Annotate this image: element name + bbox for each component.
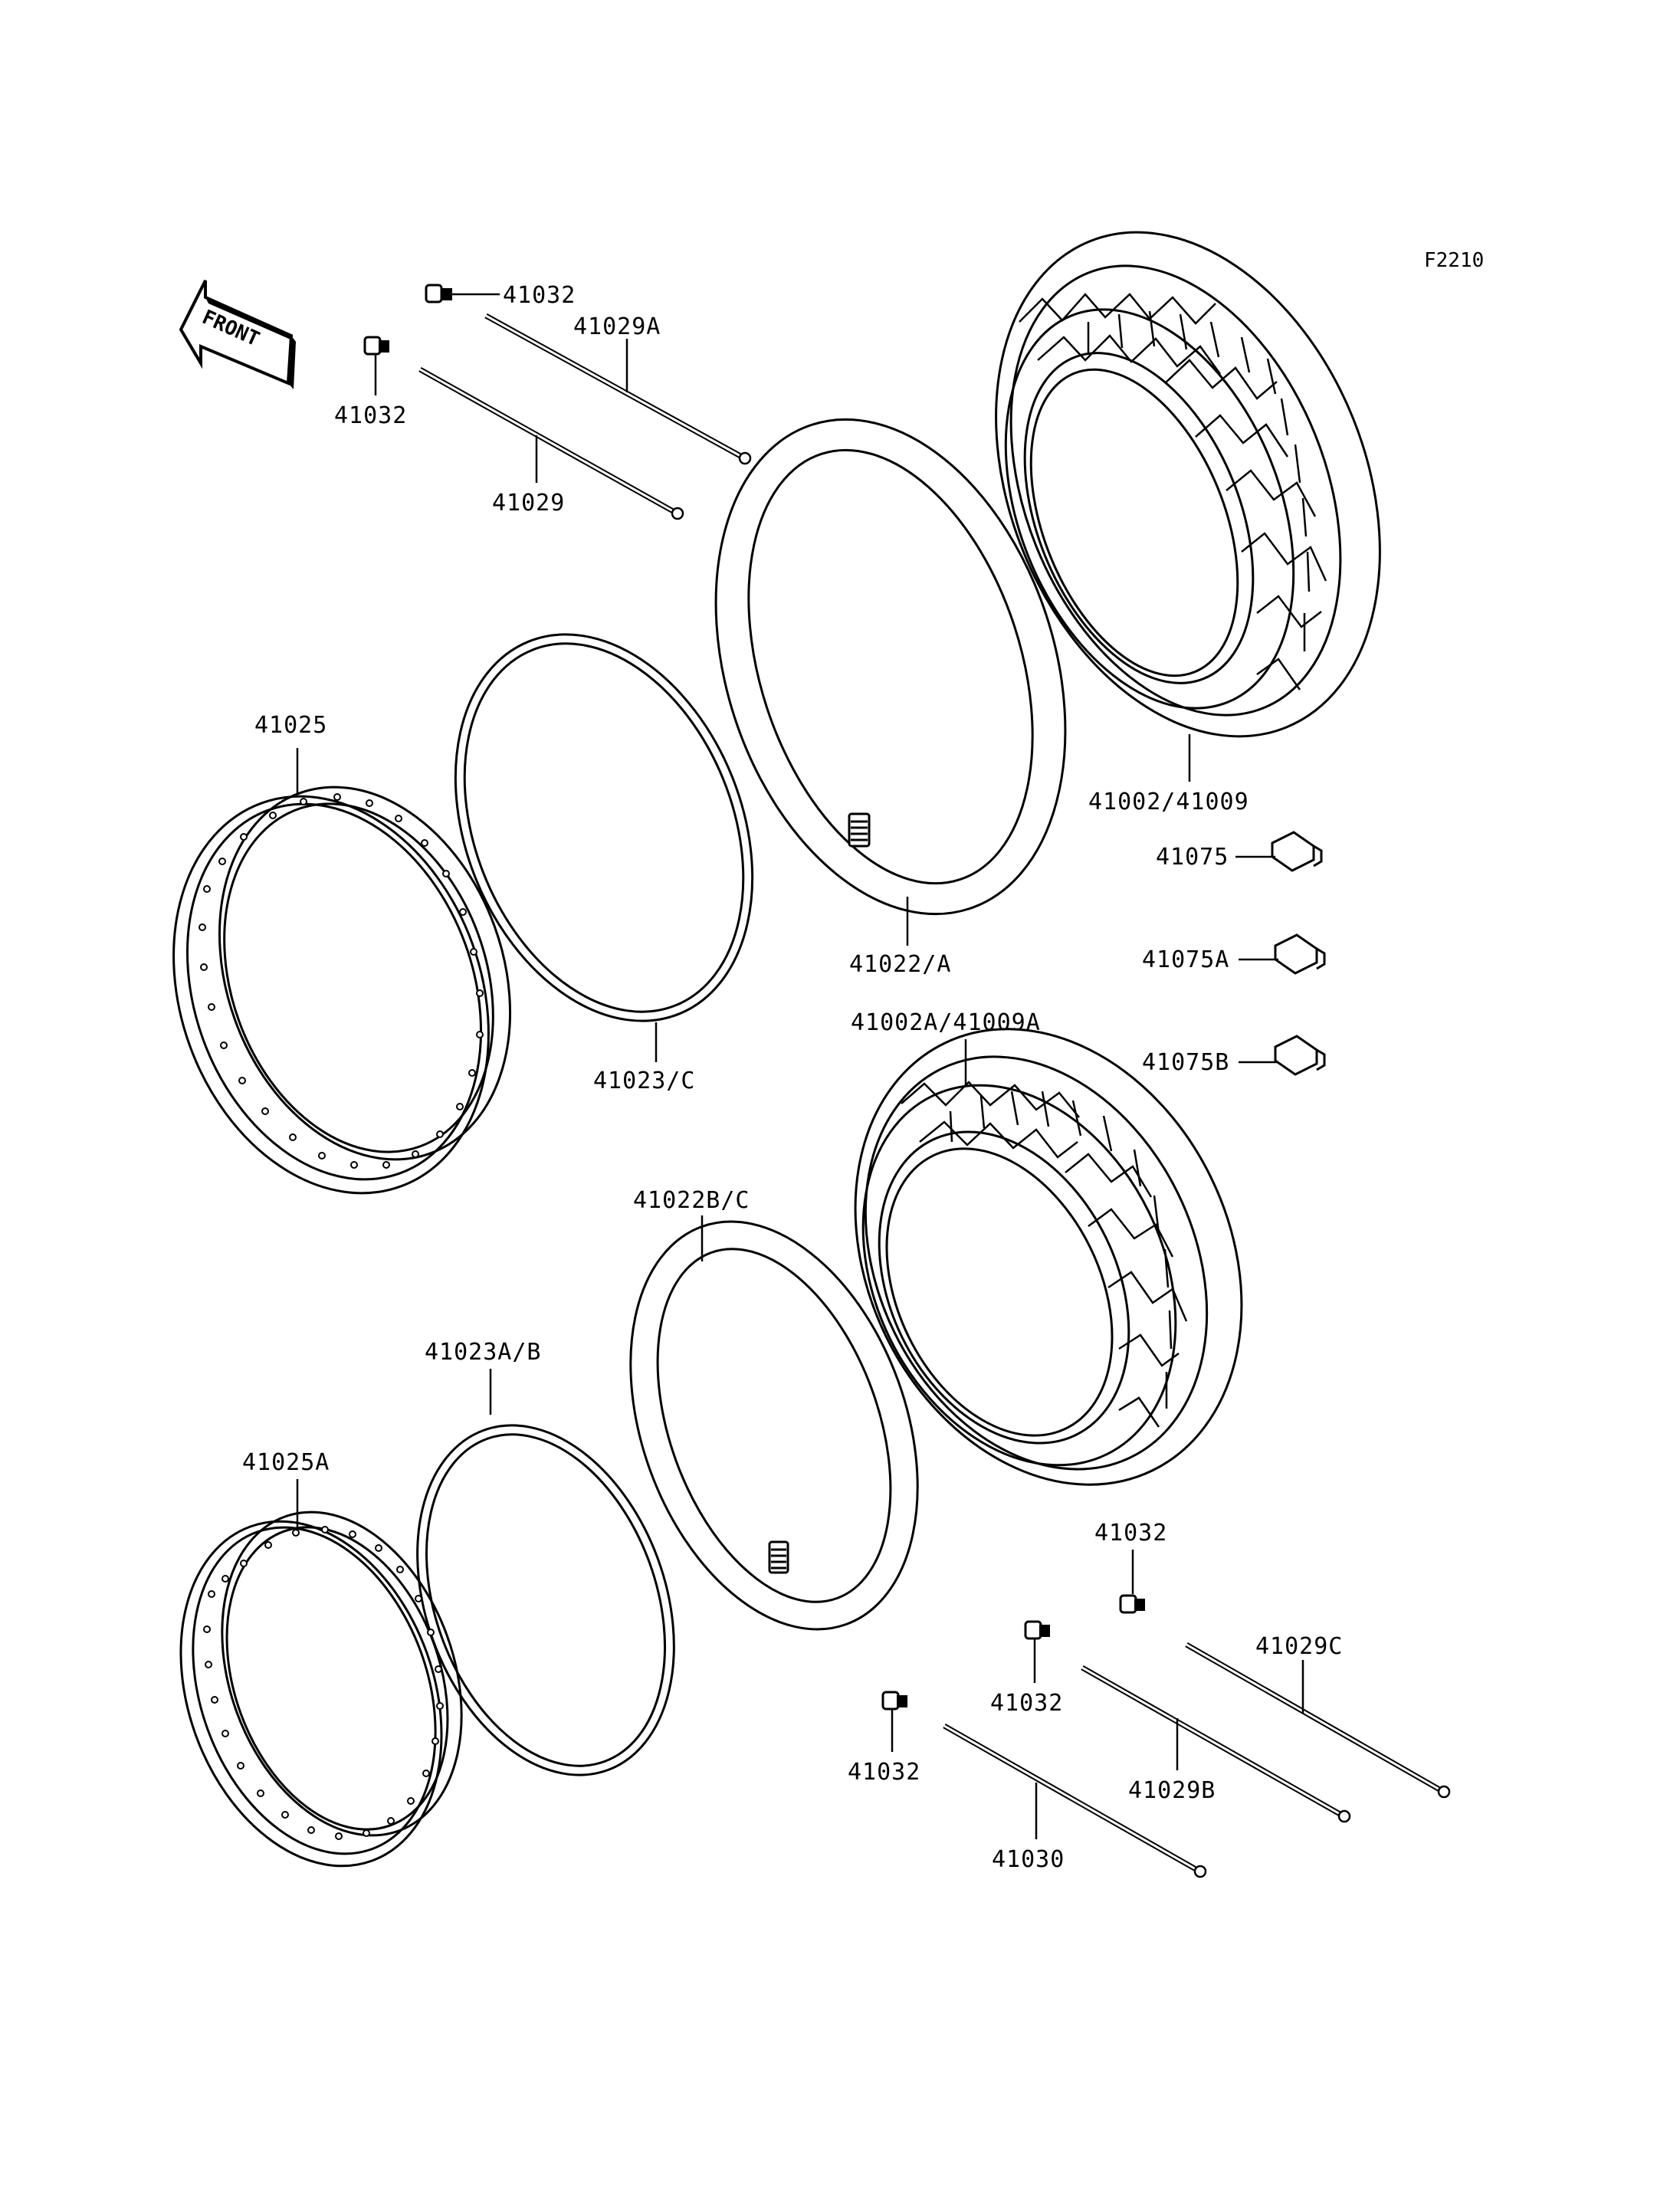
spoke-nipple-icon [363, 336, 389, 356]
spoke-icon [1081, 1665, 1351, 1823]
spoke-nipple-icon [881, 1691, 907, 1711]
balance-weight-icon [1274, 1035, 1326, 1076]
spoke-icon [484, 313, 752, 465]
label-41023-C: 41023/C [593, 1068, 695, 1094]
front-tire [995, 231, 1381, 738]
figure-code: F2210 [1424, 249, 1484, 272]
label-41002-41009: 41002/41009 [1088, 789, 1249, 815]
label-41032-top-left: 41032 [334, 402, 407, 429]
label-41025A: 41025A [242, 1449, 330, 1476]
label-41025: 41025 [254, 712, 327, 739]
label-41075B: 41075B [1142, 1049, 1229, 1076]
label-41029B: 41029B [1128, 1777, 1216, 1804]
label-41032-bottom-mid: 41032 [990, 1690, 1063, 1717]
label-41002A-41009A: 41002A/41009A [851, 1009, 1041, 1036]
label-41075: 41075 [1156, 844, 1229, 871]
label-41029: 41029 [492, 490, 565, 517]
label-41032-bottom-right: 41032 [1094, 1520, 1167, 1547]
front-rim [172, 786, 512, 1195]
spoke-nipple-icon [1119, 1594, 1145, 1614]
rim-spoke-holes [203, 1526, 444, 1840]
label-41022-A: 41022/A [849, 951, 951, 978]
label-41029A: 41029A [573, 313, 661, 340]
label-41022B-C: 41022B/C [633, 1187, 750, 1214]
valve-icon [768, 1540, 789, 1574]
label-41032-bottom-left: 41032 [848, 1759, 920, 1786]
label-41029C: 41029C [1255, 1633, 1343, 1660]
rear-tube [629, 1220, 919, 1631]
front-tube [714, 418, 1067, 916]
spoke-icon [1185, 1642, 1451, 1799]
spoke-nipple-icon [425, 284, 452, 303]
rear-tire [854, 1028, 1243, 1486]
valve-icon [848, 812, 871, 848]
spoke-nipple-icon [1024, 1620, 1050, 1640]
front-arrow-icon: FRONT [179, 280, 296, 389]
spoke-icon [943, 1723, 1207, 1878]
spoke-icon [418, 366, 684, 520]
label-41075A: 41075A [1142, 946, 1229, 973]
rim-spoke-holes [199, 793, 484, 1169]
label-41032-top-right: 41032 [503, 282, 576, 309]
label-41030: 41030 [992, 1846, 1065, 1873]
label-41023A-B: 41023A/B [425, 1339, 542, 1366]
rear-rim [179, 1511, 463, 1868]
front-rim-band [454, 633, 754, 1022]
